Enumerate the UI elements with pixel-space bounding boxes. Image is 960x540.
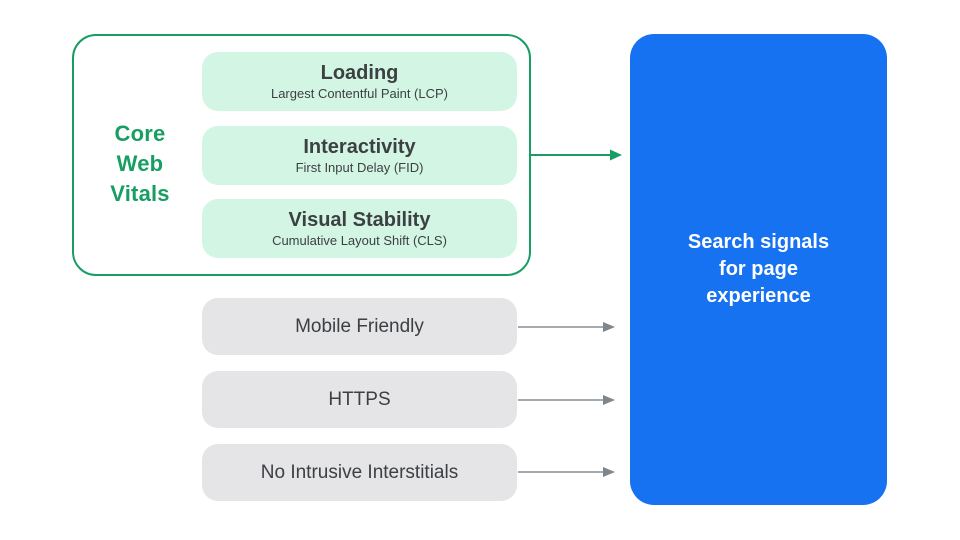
signal-https: HTTPS [202,371,517,428]
arrow-core-web-vitals [531,149,622,161]
vital-interactivity-title: Interactivity [303,136,416,158]
arrow-https [518,395,615,405]
vital-interactivity-subtitle: First Input Delay (FID) [295,160,424,175]
signal-mobile-friendly-label: Mobile Friendly [295,315,424,337]
signal-https-label: HTTPS [328,388,391,410]
signal-mobile-friendly: Mobile Friendly [202,298,517,355]
signal-no-intrusive-interstitials-label: No Intrusive Interstitials [260,461,459,483]
vital-visual-stability-title: Visual Stability [288,209,431,231]
vital-loading-subtitle: Largest Contentful Paint (LCP) [270,86,449,101]
vital-loading-title: Loading [320,62,399,84]
core-web-vitals-label: Core Web Vitals [110,121,170,206]
vital-visual-stability: Visual Stability Cumulative Layout Shift… [202,199,517,258]
vital-loading: Loading Largest Contentful Paint (LCP) [202,52,517,111]
signal-no-intrusive-interstitials: No Intrusive Interstitials [202,444,517,501]
vital-visual-stability-subtitle: Cumulative Layout Shift (CLS) [272,233,447,248]
arrow-mobile-friendly [518,322,615,332]
search-signals-box: Search signals for page experience [630,34,887,505]
arrow-no-intrusive-interstitials [518,467,615,477]
vital-interactivity: Interactivity First Input Delay (FID) [202,126,517,185]
search-signals-label: Search signals for page experience [687,231,830,307]
